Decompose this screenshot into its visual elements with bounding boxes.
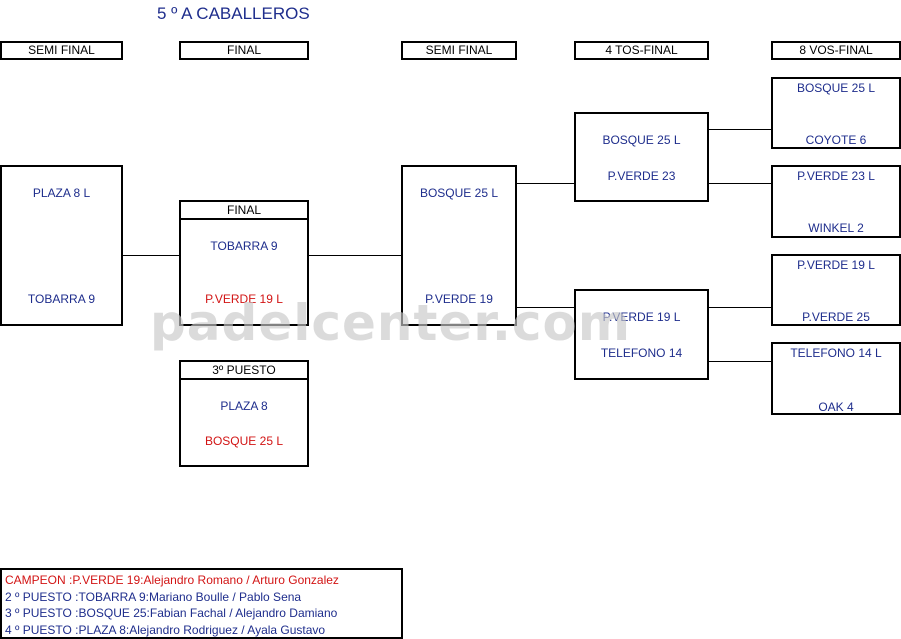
header-final: FINAL — [179, 41, 309, 60]
header-semi-final-right: SEMI FINAL — [401, 41, 517, 60]
team-name: OAK 4 — [818, 400, 854, 414]
team-name: P.VERDE 23 L — [797, 169, 875, 183]
header-quarter-final: 4 TOS-FINAL — [574, 41, 709, 60]
match-box-quarter-1: BOSQUE 25 L P.VERDE 23 — [574, 112, 709, 202]
team-name: TELEFONO 14 — [600, 346, 683, 360]
box-label-third-place: 3º PUESTO — [181, 362, 307, 380]
team-name-highlight: BOSQUE 25 L — [204, 434, 284, 448]
team-name: P.VERDE 19 — [425, 292, 493, 306]
header-round-of-16: 8 VOS-FINAL — [771, 41, 901, 60]
box-label-final: FINAL — [181, 202, 307, 220]
team-name: BOSQUE 25 L — [602, 133, 681, 147]
connector-semi-quarter-2 — [517, 307, 574, 308]
standings-summary: CAMPEON :P.VERDE 19:Alejandro Romano / A… — [0, 568, 403, 639]
team-name: COYOTE 6 — [805, 133, 867, 147]
connector-quarter-eighth-1 — [709, 129, 771, 130]
summary-third-place: 3 º PUESTO :BOSQUE 25:Fabian Fachal / Al… — [5, 606, 338, 620]
watermark: padelcenter.com — [150, 294, 631, 352]
match-box-final: FINAL TOBARRA 9 P.VERDE 19 L — [179, 200, 309, 326]
team-name: PLAZA 8 — [220, 399, 268, 413]
connector-left-semi-final — [123, 255, 179, 256]
team-name: WINKEL 2 — [808, 221, 864, 235]
team-name-highlight: P.VERDE 19 L — [205, 292, 283, 306]
match-box-eighth-4: TELEFONO 14 L OAK 4 — [771, 342, 901, 415]
team-name: PLAZA 8 L — [32, 186, 91, 200]
match-box-eighth-1: BOSQUE 25 L COYOTE 6 — [771, 77, 901, 149]
match-box-quarter-2: P.VERDE 19 L TELEFONO 14 — [574, 289, 709, 380]
team-name: TOBARRA 9 — [210, 239, 278, 253]
match-box-eighth-2: P.VERDE 23 L WINKEL 2 — [771, 165, 901, 238]
team-name: P.VERDE 19 L — [602, 310, 681, 324]
match-box-eighth-3: P.VERDE 19 L P.VERDE 25 — [771, 254, 901, 326]
team-name: TOBARRA 9 — [27, 292, 96, 306]
connector-final-right-semi — [309, 255, 401, 256]
team-name: BOSQUE 25 L — [419, 186, 499, 200]
connector-quarter-eighth-2 — [709, 183, 771, 184]
header-semi-final-left: SEMI FINAL — [0, 41, 123, 60]
team-name: P.VERDE 19 L — [797, 258, 875, 272]
match-box-third-place: 3º PUESTO PLAZA 8 BOSQUE 25 L — [179, 360, 309, 467]
team-name: P.VERDE 23 — [607, 169, 676, 183]
team-name: TELEFONO 14 L — [790, 346, 882, 360]
team-name: P.VERDE 25 — [802, 310, 870, 324]
connector-quarter-eighth-4 — [709, 361, 771, 362]
team-name: BOSQUE 25 L — [796, 81, 876, 95]
connector-quarter-eighth-3 — [709, 307, 771, 308]
match-box-right-semi: BOSQUE 25 L P.VERDE 19 — [401, 165, 517, 326]
page-title: 5 º A CABALLEROS — [157, 4, 310, 23]
summary-champion: CAMPEON :P.VERDE 19:Alejandro Romano / A… — [5, 573, 339, 587]
match-box-left-semi: PLAZA 8 L TOBARRA 9 — [0, 165, 123, 326]
connector-semi-quarter-1 — [517, 183, 574, 184]
summary-second-place: 2 º PUESTO :TOBARRA 9:Mariano Boulle / P… — [5, 589, 302, 604]
summary-fourth-place: 4 º PUESTO :PLAZA 8:Alejandro Rodriguez … — [5, 622, 326, 637]
